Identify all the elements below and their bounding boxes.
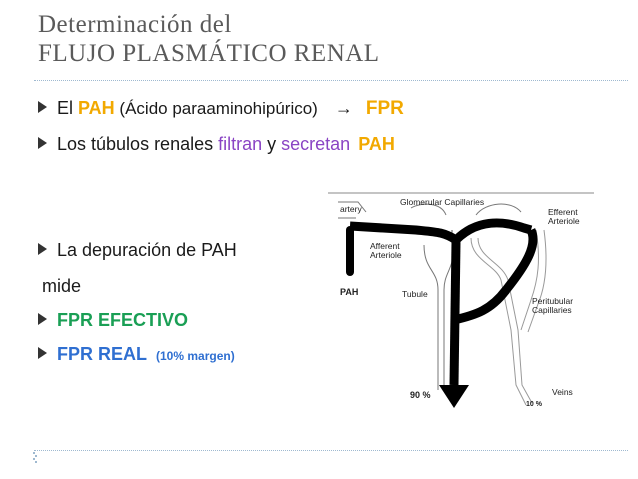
bullet-fpr-real: FPR REAL (10% margen) bbox=[38, 344, 235, 365]
label-tubule: Tubule bbox=[402, 289, 428, 299]
pah-highlight-2: PAH bbox=[358, 134, 395, 154]
title-divider bbox=[34, 80, 628, 81]
fpr-real-note: (10% margen) bbox=[156, 349, 235, 363]
label-artery: artery bbox=[340, 204, 362, 214]
label-veins: Veins bbox=[552, 387, 573, 397]
bullet-depuracion: La depuración de PAH bbox=[38, 240, 237, 261]
label-glomerular-capillaries: Glomerular Capillaries bbox=[400, 197, 485, 207]
pah-highlight: PAH bbox=[78, 98, 115, 118]
label-90-percent: 90 % bbox=[410, 390, 431, 400]
slide-title: Determinación del FLUJO PLASMÁTICO RENAL bbox=[38, 10, 380, 68]
corner-ornament-icon bbox=[33, 452, 37, 463]
bullet-pah: El PAH (Ácido paraaminohipúrico) → FPR bbox=[38, 98, 404, 120]
label-efferent-arteriole: Efferent Arteriole bbox=[548, 207, 580, 226]
pah-definition: (Ácido paraaminohipúrico) bbox=[114, 99, 318, 118]
bullet-text-y: y bbox=[262, 134, 282, 154]
fpr-real-text: FPR REAL bbox=[57, 344, 147, 364]
label-pah: PAH bbox=[340, 287, 359, 297]
filtran-highlight: filtran bbox=[218, 134, 263, 154]
label-peritubular-capillaries: Peritubular Capillaries bbox=[532, 296, 574, 315]
bullet-arrow-icon bbox=[38, 313, 47, 325]
bullet-arrow-icon bbox=[38, 243, 47, 255]
renal-flow-diagram: Glomerular Capillaries artery Efferent A… bbox=[326, 190, 596, 415]
bullet-text: La depuración de PAH bbox=[57, 240, 237, 260]
fpr-highlight: FPR bbox=[365, 98, 404, 119]
bullet-text: El bbox=[57, 98, 79, 118]
bullet-arrow-icon bbox=[38, 101, 47, 113]
label-afferent-arteriole: Afferent Arteriole bbox=[370, 241, 402, 260]
bullet-arrow-icon bbox=[38, 137, 47, 149]
bullet-text: Los túbulos renales bbox=[57, 134, 219, 154]
secretan-highlight: secretan bbox=[281, 134, 351, 154]
bullet-depuracion-continuation: mide bbox=[42, 276, 82, 296]
footer-divider bbox=[34, 450, 628, 451]
bullet-fpr-efectivo: FPR EFECTIVO bbox=[38, 310, 188, 331]
right-arrow-icon: → bbox=[334, 98, 353, 118]
fpr-efectivo-text: FPR EFECTIVO bbox=[57, 310, 189, 330]
title-line-2: FLUJO PLASMÁTICO RENAL bbox=[38, 40, 380, 67]
title-line-1: Determinación del bbox=[38, 11, 232, 38]
label-10-percent: 10 % bbox=[526, 401, 542, 408]
diagram-drawing bbox=[328, 192, 594, 408]
bullet-tubulos: Los túbulos renales filtran y secretan P… bbox=[38, 134, 395, 155]
bullet-arrow-icon bbox=[38, 347, 47, 359]
